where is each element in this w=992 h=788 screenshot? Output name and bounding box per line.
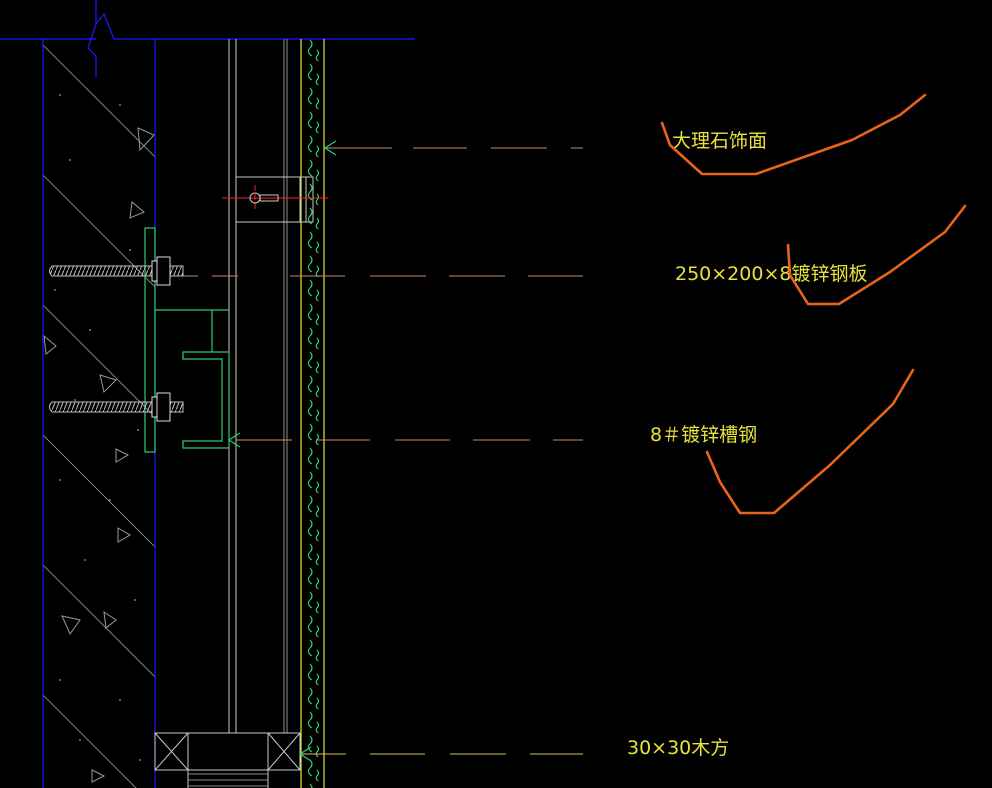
aggregate-dot	[59, 94, 61, 96]
aggregate-triangle	[91, 769, 106, 783]
leader-arrowhead	[298, 746, 312, 762]
bolt-washer	[151, 396, 158, 418]
aggregate-marks	[43, 94, 155, 783]
labels: 大理石饰面 250×200×8镀锌钢板 8＃镀锌槽钢 30×30木方	[627, 130, 867, 759]
anchor-bracket	[235, 176, 314, 223]
annotation-curve	[786, 204, 967, 306]
wall-hatch	[43, 44, 155, 788]
anchor-bolt-shank	[259, 194, 279, 202]
hatch-line	[43, 694, 137, 788]
wood-block-cross	[267, 732, 301, 771]
aggregate-dot	[129, 249, 131, 251]
aggregate-triangle	[43, 334, 57, 355]
hatch-line	[43, 304, 155, 418]
marble-hatch	[306, 39, 322, 788]
leader-lines	[183, 140, 583, 762]
bolt-nut	[156, 392, 171, 422]
break-line-lower	[87, 23, 97, 78]
aggregate-triangle	[99, 374, 117, 393]
aggregate-triangle	[117, 527, 131, 543]
aggregate-dot	[109, 499, 111, 501]
label-channel-steel: 8＃镀锌槽钢	[650, 424, 757, 446]
anchor-bolt-lower	[49, 392, 184, 422]
label-wood-block: 30×30木方	[627, 737, 729, 759]
stone-anchor	[222, 176, 328, 223]
anchor-bolt-upper	[49, 256, 184, 286]
leader-arrowhead	[227, 432, 241, 448]
annotation-curve	[705, 368, 915, 515]
aggregate-triangle	[61, 615, 81, 636]
marble-facing	[300, 39, 325, 788]
aggregate-dot	[119, 104, 121, 106]
channel-steel	[155, 309, 230, 449]
annotation-curve	[660, 93, 927, 176]
wood-block-right	[267, 732, 301, 771]
bolt-nut	[156, 256, 171, 286]
aggregate-dot	[59, 679, 61, 681]
bolt-washer	[151, 260, 158, 282]
leader-arrowhead	[323, 140, 337, 156]
label-marble-facing: 大理石饰面	[672, 130, 767, 152]
wood-block-left	[154, 732, 189, 771]
aggregate-dot	[79, 739, 81, 741]
break-line-upper	[95, 0, 115, 40]
channel-section	[182, 351, 230, 449]
aggregate-dot	[54, 289, 56, 291]
hatch-line	[43, 44, 155, 158]
aggregate-dot	[134, 599, 136, 601]
aggregate-dot	[59, 479, 61, 481]
aggregate-triangle	[115, 448, 130, 463]
aggregate-triangle	[103, 610, 117, 629]
wood-blocks	[154, 732, 301, 788]
aggregate-dot	[84, 559, 86, 561]
hatch-line	[43, 434, 155, 548]
aggregate-dot	[119, 699, 121, 701]
wood-block-cross	[154, 732, 189, 771]
aggregate-dot	[139, 759, 141, 761]
top-boundary	[0, 0, 415, 78]
aggregate-dot	[69, 159, 71, 161]
aggregate-triangle	[137, 127, 155, 152]
annotation-marks	[660, 93, 967, 515]
hatch-line	[43, 564, 155, 678]
steel-plate	[144, 227, 156, 453]
aggregate-dot	[74, 399, 76, 401]
label-steel-plate: 250×200×8镀锌钢板	[675, 263, 867, 285]
aggregate-triangle	[129, 201, 145, 219]
aggregate-dot	[89, 329, 91, 331]
aggregate-dot	[137, 429, 139, 431]
galvanized-steel-plate	[144, 227, 156, 453]
